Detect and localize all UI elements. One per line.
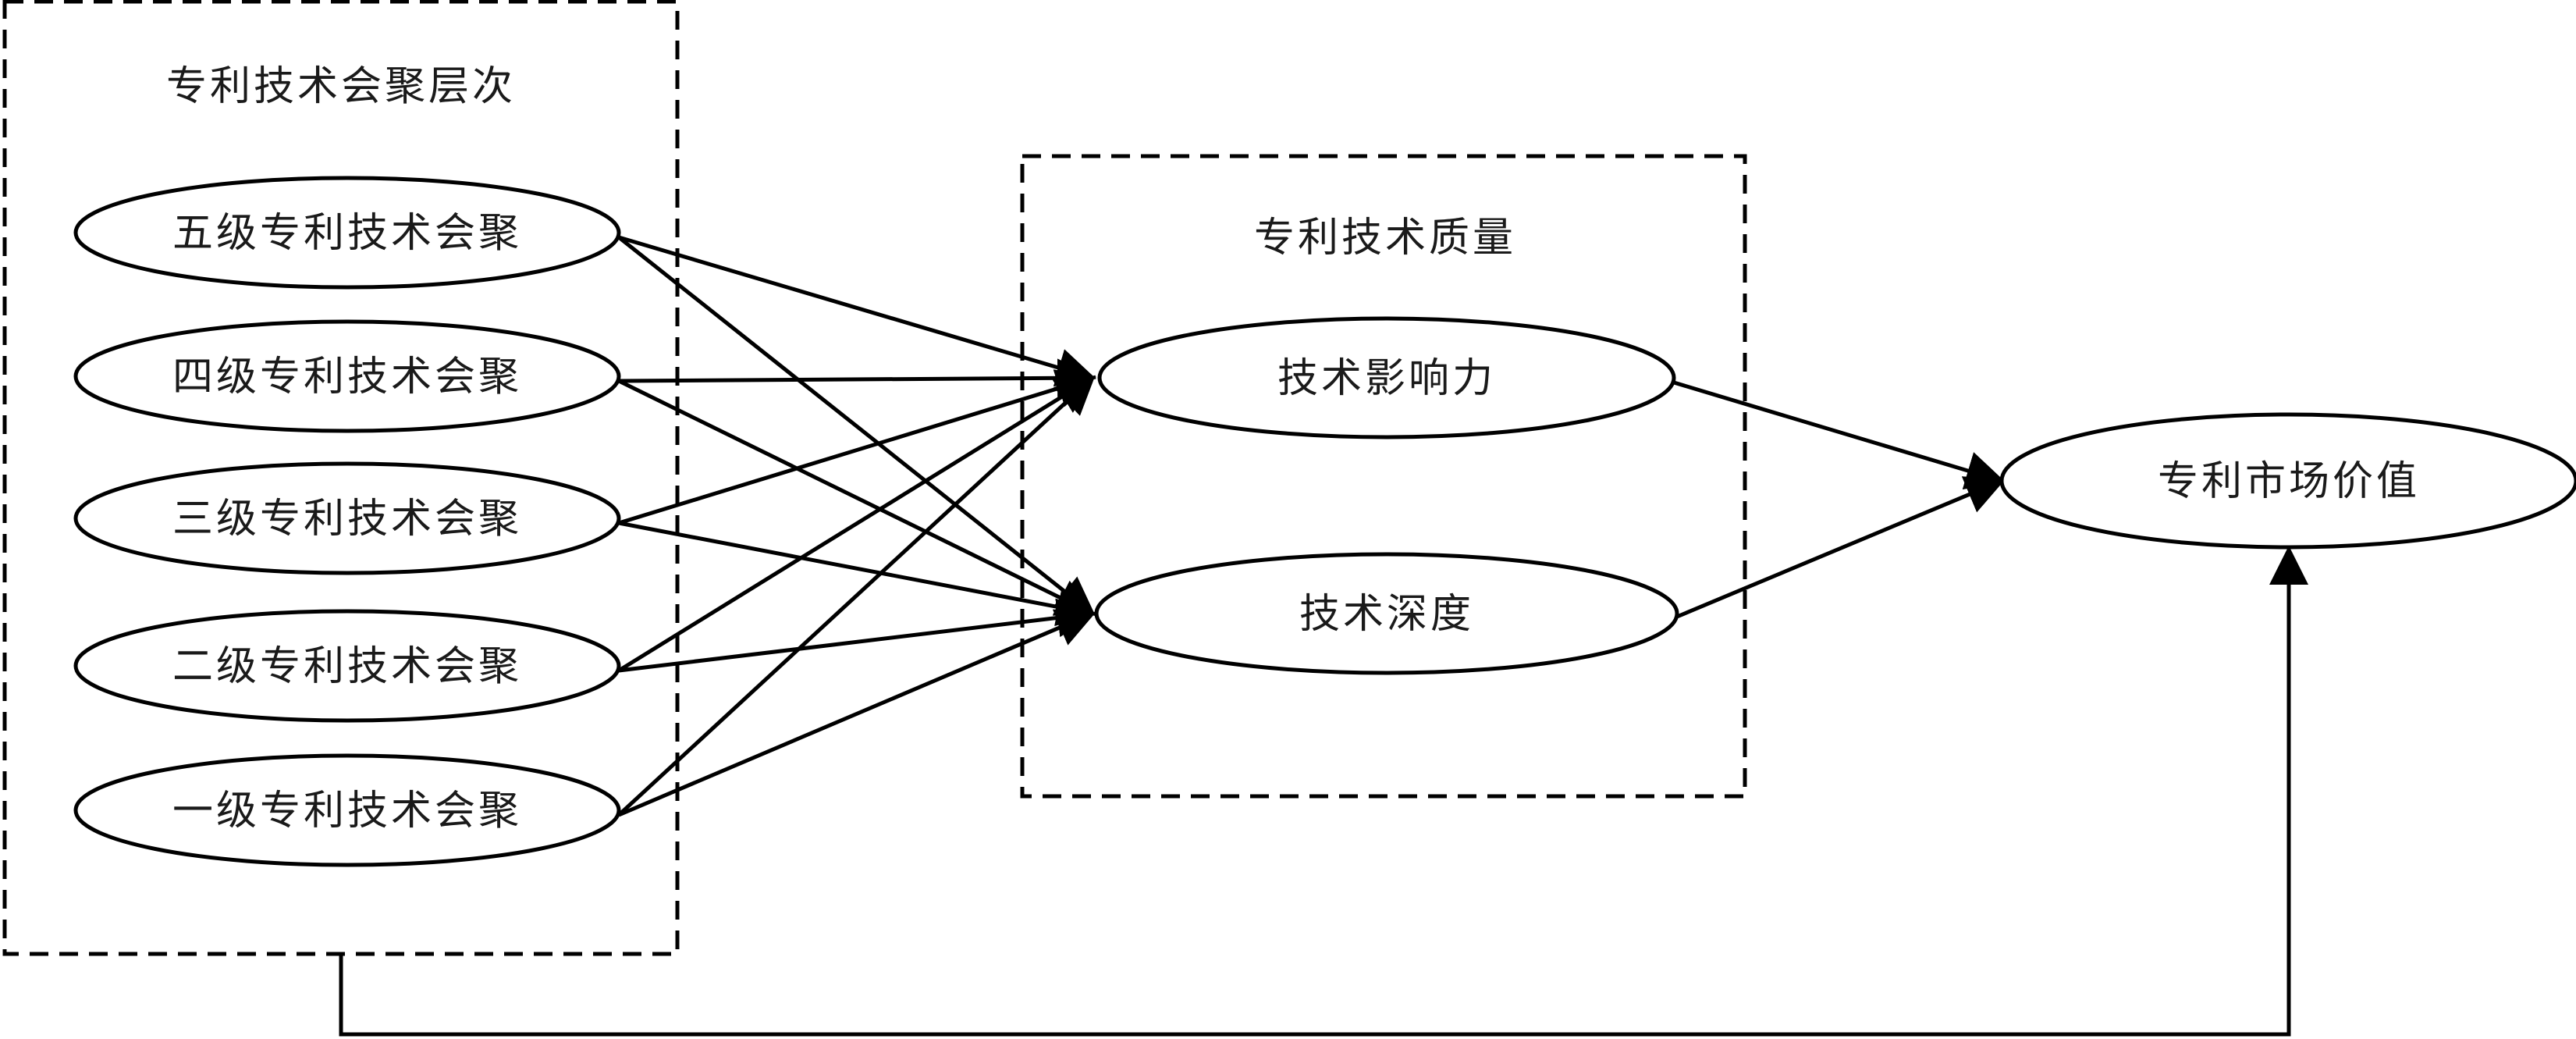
- node-level3-label: 三级专利技术会聚: [172, 496, 522, 543]
- node-level3: 三级专利技术会聚: [73, 461, 621, 575]
- edge-level3-to-tech-influence: [618, 369, 1096, 525]
- node-level5: 五级专利技术会聚: [73, 176, 621, 290]
- node-level4-label: 四级专利技术会聚: [172, 354, 522, 400]
- node-market-value-label: 专利市场价值: [2158, 458, 2420, 505]
- edge-level2-to-tech-influence: [617, 375, 1096, 673]
- node-level5-label: 五级专利技术会聚: [172, 210, 522, 257]
- node-level2-label: 二级专利技术会聚: [172, 643, 522, 690]
- node-tech-influence: 技术影响力: [1097, 316, 1676, 439]
- edge-level3-to-tech-depth: [618, 521, 1096, 627]
- node-tech-influence-label: 技术影响力: [1277, 355, 1496, 402]
- node-level2: 二级专利技术会聚: [73, 609, 621, 723]
- tech-quality-title: 专利技术质量: [1254, 215, 1516, 262]
- edge-level1-to-tech-depth: [618, 609, 1096, 817]
- node-tech-depth-label: 技术深度: [1299, 591, 1474, 638]
- edge-level4-to-tech-depth: [617, 379, 1096, 616]
- edge-tech-influence-to-market-value: [1673, 380, 2006, 490]
- edges-layer: [339, 235, 2308, 1037]
- convergence-levels-title: 专利技术会聚层次: [166, 63, 516, 110]
- edge-tech-depth-to-market-value: [1676, 476, 2006, 619]
- node-level4: 四级专利技术会聚: [73, 319, 621, 433]
- edge-level4-to-tech-influence: [618, 358, 1096, 398]
- edge-levels-group-to-market-value: [339, 546, 2308, 1037]
- edge-level5-to-tech-depth: [617, 236, 1096, 617]
- edge-level2-to-tech-depth: [618, 598, 1096, 673]
- node-level1: 一级专利技术会聚: [73, 753, 621, 867]
- node-tech-depth: 技术深度: [1094, 552, 1679, 675]
- edge-level1-to-tech-influence: [617, 375, 1096, 817]
- tech-quality-group: [1020, 154, 1747, 799]
- node-level1-label: 一级专利技术会聚: [172, 788, 522, 834]
- edge-level5-to-tech-influence: [618, 235, 1096, 387]
- node-market-value: 专利市场价值: [1999, 412, 2576, 550]
